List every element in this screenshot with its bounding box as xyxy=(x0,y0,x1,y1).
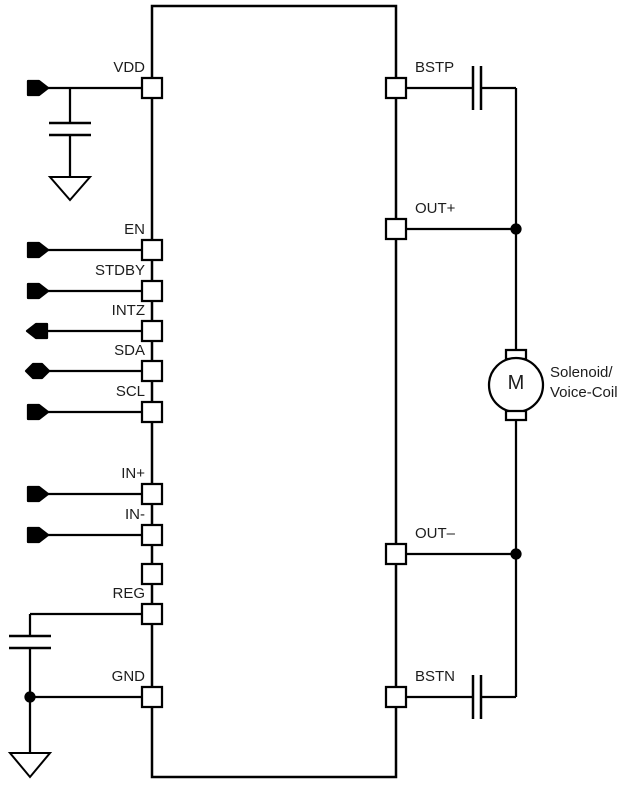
pin-label-bstp: BSTP xyxy=(415,59,455,76)
pin-label-bstn: BSTN xyxy=(415,668,456,685)
pin-sda xyxy=(140,359,164,383)
pin-bstn xyxy=(384,685,408,709)
pin-en xyxy=(140,238,164,262)
load-label: Solenoid/ Voice-Coil xyxy=(550,363,618,403)
en-input-terminal-arrow xyxy=(26,241,50,259)
pin-label-intz: INTZ xyxy=(111,302,145,319)
pin-intz xyxy=(140,319,164,343)
pin-nc xyxy=(140,562,164,586)
pin-label-sda: SDA xyxy=(114,342,145,359)
vdd-input-terminal-arrow xyxy=(26,79,50,97)
pin-outp xyxy=(384,217,408,241)
ic-body xyxy=(150,4,398,779)
pin-bstp xyxy=(384,76,408,100)
pin-reg xyxy=(140,602,164,626)
inn-input-terminal-arrow xyxy=(26,526,50,544)
pin-vdd xyxy=(140,76,164,100)
pin-inp xyxy=(140,482,164,506)
pin-label-inp: IN+ xyxy=(121,465,145,482)
gnd-ground-symbol xyxy=(7,752,53,779)
pin-gnd xyxy=(140,685,164,709)
stdby-input-terminal-arrow xyxy=(26,282,50,300)
load-label-line2: Voice-Coil xyxy=(550,384,618,401)
pin-label-inn: IN- xyxy=(125,506,145,523)
load-label-line1: Solenoid/ xyxy=(550,364,613,381)
pin-label-outp: OUT+ xyxy=(415,200,456,217)
pin-label-stdby: STDBY xyxy=(94,262,145,279)
pin-inn xyxy=(140,523,164,547)
pin-outn xyxy=(384,542,408,566)
pin-label-scl: SCL xyxy=(115,383,145,400)
sda-bidirectional-terminal-arrow xyxy=(24,362,51,380)
intz-output-terminal-arrow xyxy=(25,322,49,340)
pin-label-outn: OUT– xyxy=(415,525,456,542)
motor-terminal-bottom xyxy=(504,409,528,422)
pin-label-reg: REG xyxy=(112,585,145,602)
pin-label-gnd: GND xyxy=(111,668,145,685)
gnd-junction-dot xyxy=(24,691,36,703)
inp-input-terminal-arrow xyxy=(26,485,50,503)
pin-scl xyxy=(140,400,164,424)
pin-stdby xyxy=(140,279,164,303)
pin-label-vdd: VDD xyxy=(113,59,145,76)
motor-symbol-letter: M xyxy=(507,372,525,395)
scl-input-terminal-arrow xyxy=(26,403,50,421)
vdd-ground-symbol xyxy=(47,176,93,202)
pin-label-en: EN xyxy=(124,221,145,238)
